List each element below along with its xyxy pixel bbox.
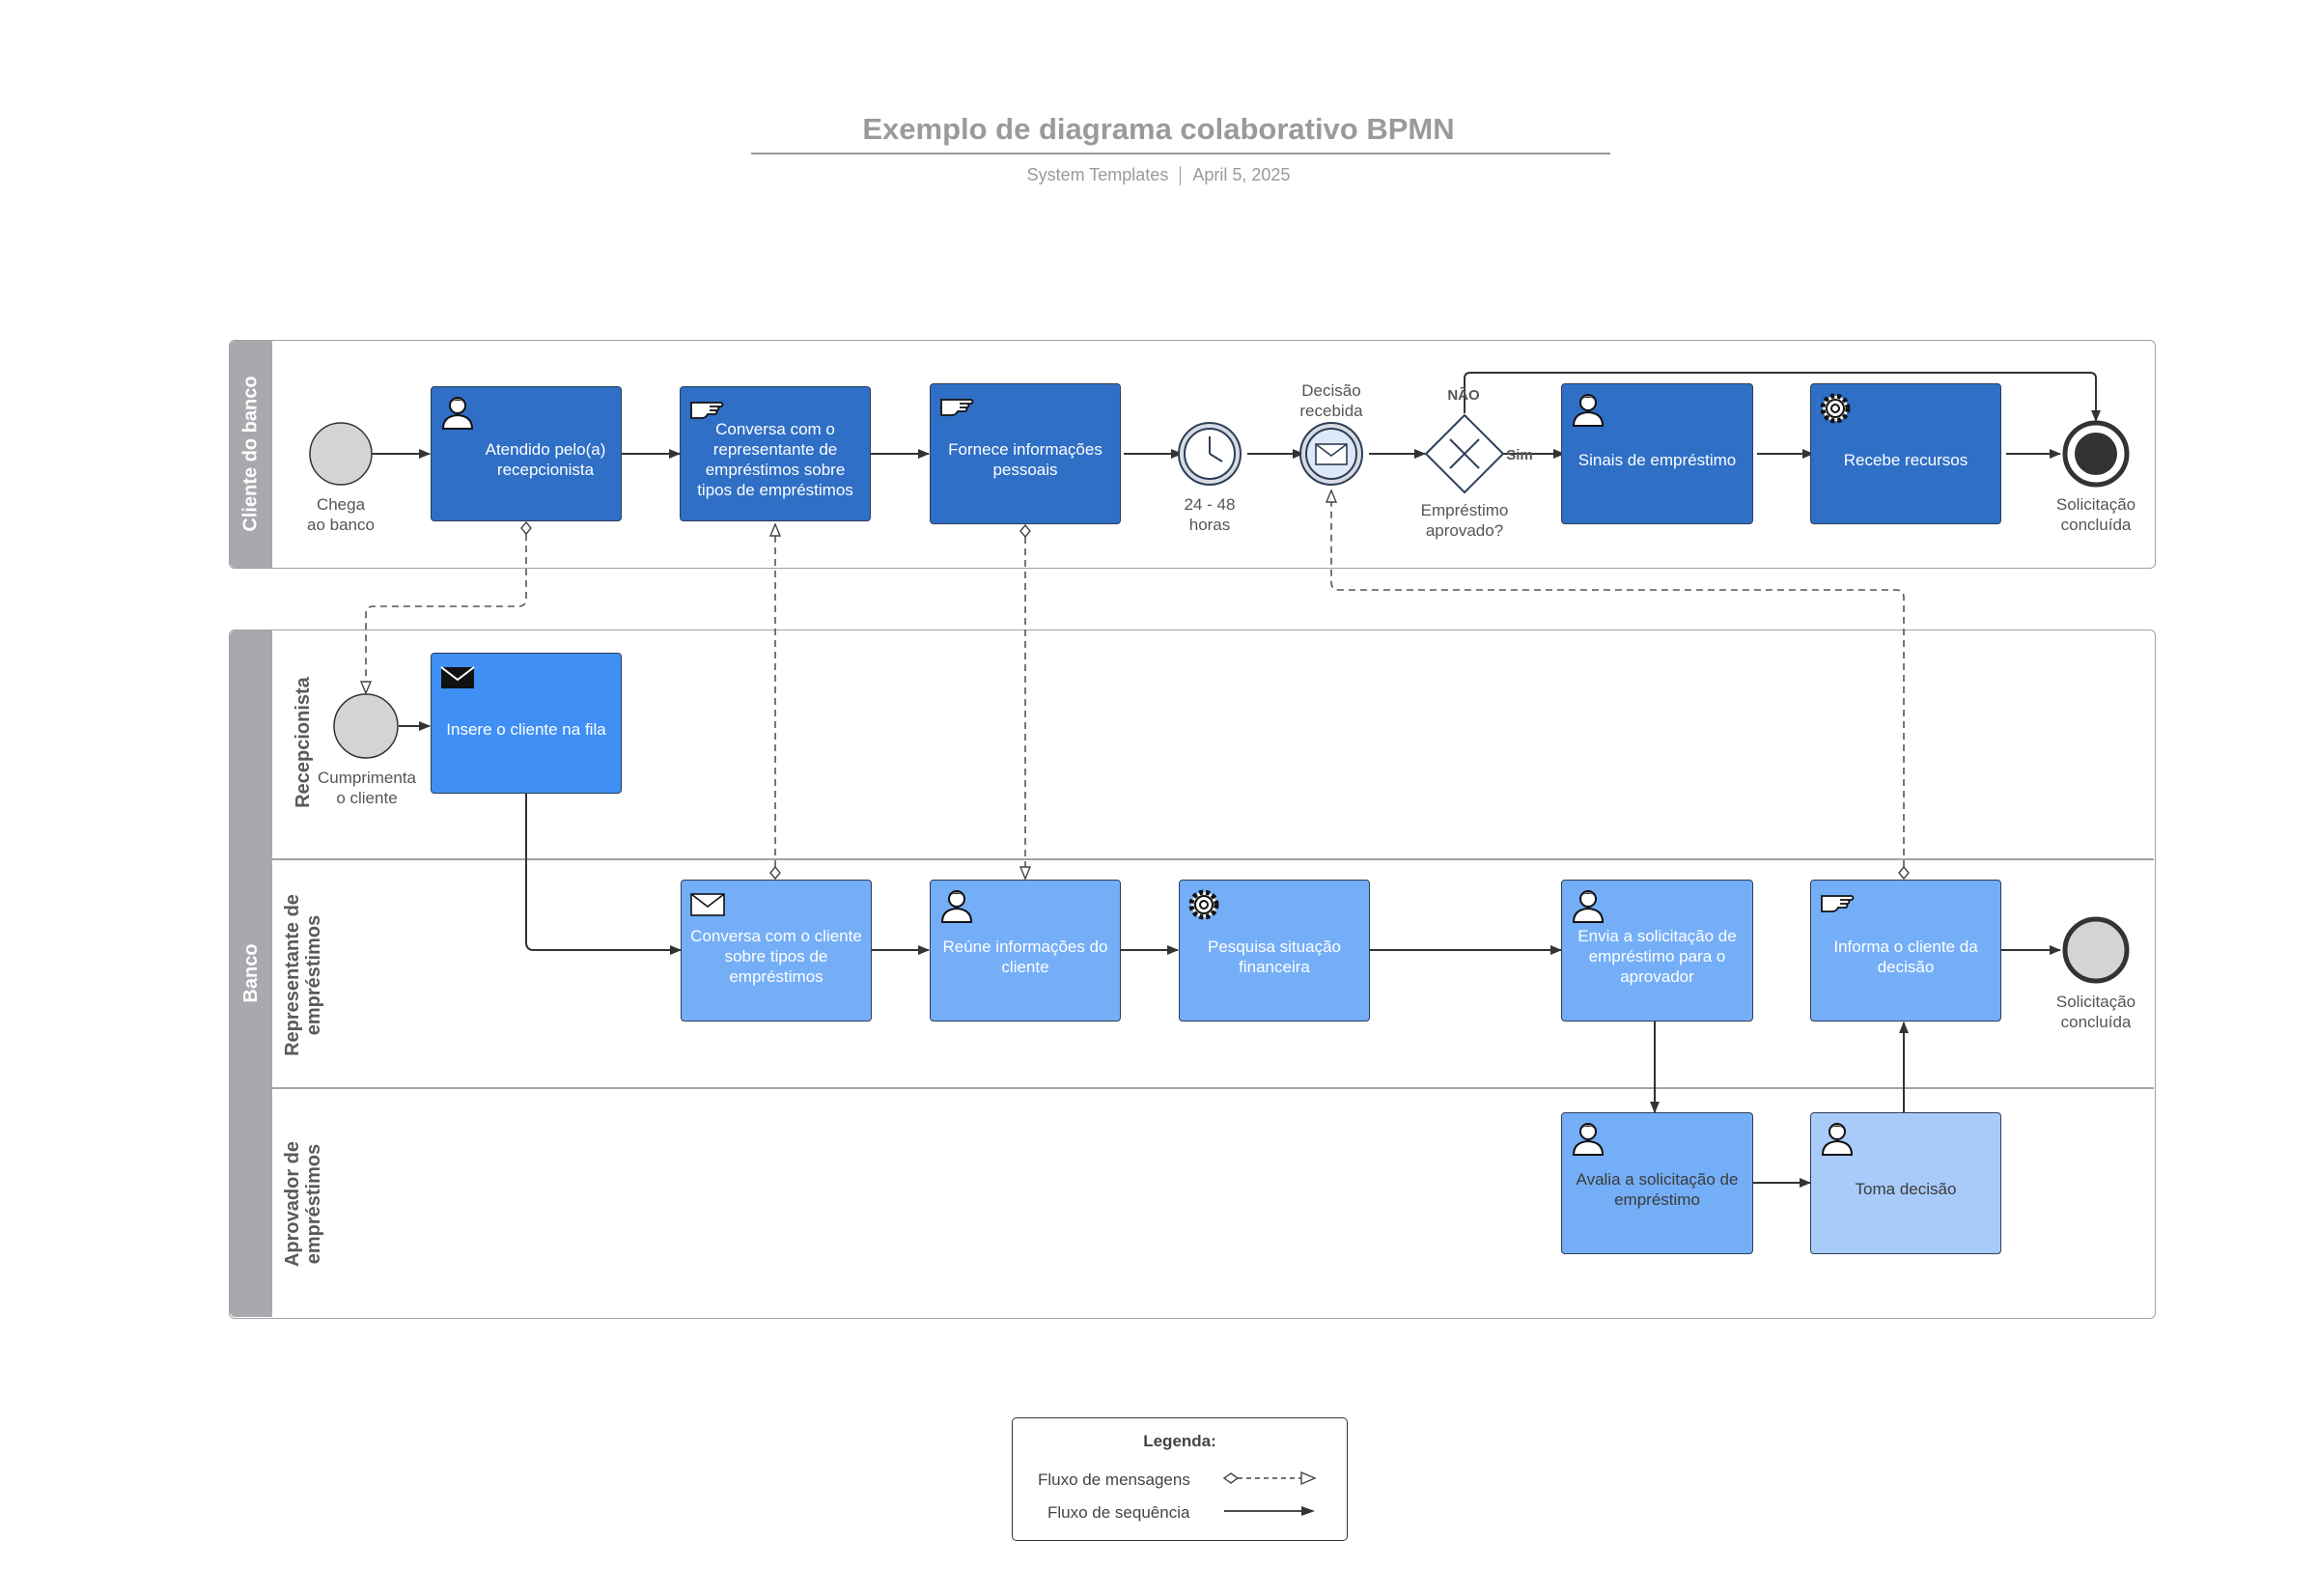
task-toma-decisao[interactable]: Toma decisão (1810, 1112, 2001, 1254)
user-icon (441, 397, 474, 430)
exclusive-gateway (1424, 413, 1505, 494)
task-pesquisa-situacao[interactable]: Pesquisa situação financeira (1179, 880, 1370, 1022)
gear-icon (1188, 889, 1219, 920)
task-label: Toma decisão (1855, 1180, 1957, 1198)
task-label: Fornece informações pessoais (948, 440, 1103, 479)
task-insere-cliente-fila[interactable]: Insere o cliente na fila (431, 653, 622, 794)
task-label: Reúne informações do cliente (942, 937, 1108, 976)
task-label: Recebe recursos (1843, 450, 1968, 469)
legend-message-flow-symbol (1222, 1470, 1317, 1485)
task-conversa-representante[interactable]: Conversa com o representante de emprésti… (680, 386, 871, 521)
task-label: Insere o cliente na fila (446, 719, 606, 739)
author-text: System Templates (1026, 165, 1169, 184)
legend-symbols (1222, 1470, 1317, 1516)
task-label: Sinais de empréstimo (1577, 450, 1737, 469)
flow-r1-to-l1 (525, 794, 682, 955)
legend-title: Legenda: (1143, 1432, 1216, 1450)
label-decisao-recebida: Decisão recebida (1299, 381, 1363, 420)
label-timer: 24 - 48 horas (1184, 495, 1236, 534)
pool-banco-header (230, 630, 272, 1317)
label-solicitacao-concluida-rep: Solicitação concluída (2055, 993, 2136, 1031)
legend-sequence-flow-symbol (1223, 1505, 1315, 1516)
label-gateway-sim: Sim (1506, 447, 1533, 463)
message-catch-event (1299, 422, 1363, 486)
task-reune-informacoes[interactable]: Reúne informações do cliente (930, 880, 1121, 1022)
lane-divider-1 (272, 858, 2154, 860)
label-emprestimo-aprovado: Empréstimo aprovado? (1420, 501, 1509, 540)
task-label: Envia a solicitação de empréstimo para o… (1577, 927, 1737, 986)
flow-gateway-no (1464, 372, 2101, 422)
task-atendido-recepcionista[interactable]: Atendido pelo(a) recepcionista (431, 386, 622, 521)
user-icon (1572, 394, 1605, 427)
envelope-icon (440, 666, 475, 688)
user-icon (1572, 890, 1605, 923)
end-event-client (2062, 420, 2130, 488)
task-label: Conversa com o cliente sobre tipos de em… (690, 927, 862, 986)
page-title: Exemplo de diagrama colaborativo BPMN (862, 112, 1455, 146)
hand-icon (940, 399, 974, 416)
hand-icon (690, 402, 724, 419)
task-conversa-cliente[interactable]: Conversa com o cliente sobre tipos de em… (681, 880, 872, 1022)
subtitle-separator (1180, 166, 1182, 186)
date-text: April 5, 2025 (1192, 165, 1291, 184)
legend: Legenda: Fluxo de mensagens Fluxo de seq… (1012, 1417, 1348, 1541)
legend-sequence-flow-label: Fluxo de sequência (1047, 1503, 1190, 1522)
task-label: Avalia a solicitação de empréstimo (1576, 1169, 1739, 1209)
message-l5-to-decision (1331, 490, 1904, 879)
task-label: Informa o cliente da decisão (1833, 937, 1978, 976)
task-fornece-informacoes[interactable]: Fornece informações pessoais (930, 383, 1121, 524)
task-label: Conversa com o representante de emprésti… (697, 420, 853, 499)
label-solicitacao-concluida-cliente: Solicitação concluída (2055, 495, 2136, 534)
task-recebe-recursos[interactable]: Recebe recursos (1810, 383, 2001, 524)
document-header: Exemplo de diagrama colaborativo BPMN Sy… (0, 0, 2317, 193)
end-event-rep (2062, 916, 2130, 984)
user-icon (940, 890, 973, 923)
label-chega-banco: Chega ao banco (307, 495, 375, 534)
user-icon (1572, 1123, 1605, 1156)
label-cumprimenta-cliente: Cumprimenta o cliente (317, 769, 417, 807)
pool-cliente-header (230, 341, 272, 568)
page-subtitle: System Templates April 5, 2025 (0, 165, 2317, 186)
title-underline (751, 153, 1610, 154)
task-label: Atendido pelo(a) recepcionista (485, 440, 606, 479)
start-event-receptionist (333, 693, 399, 759)
task-envia-solicitacao[interactable]: Envia a solicitação de empréstimo para o… (1561, 880, 1753, 1022)
task-sinais-emprestimo[interactable]: Sinais de empréstimo (1561, 383, 1753, 524)
task-informa-cliente[interactable]: Informa o cliente da decisão (1810, 880, 2001, 1022)
user-icon (1821, 1123, 1854, 1156)
lane-divider-2 (272, 1087, 2154, 1089)
gear-icon (1820, 393, 1851, 424)
task-avalia-solicitacao[interactable]: Avalia a solicitação de empréstimo (1561, 1112, 1753, 1254)
label-gateway-nao: NÃO (1447, 387, 1480, 404)
start-event-client (309, 422, 373, 486)
task-label: Pesquisa situação financeira (1208, 937, 1341, 976)
legend-message-flow-label: Fluxo de mensagens (1038, 1470, 1190, 1489)
envelope-icon (690, 893, 725, 916)
timer-event (1178, 422, 1242, 486)
hand-icon (1821, 895, 1855, 912)
